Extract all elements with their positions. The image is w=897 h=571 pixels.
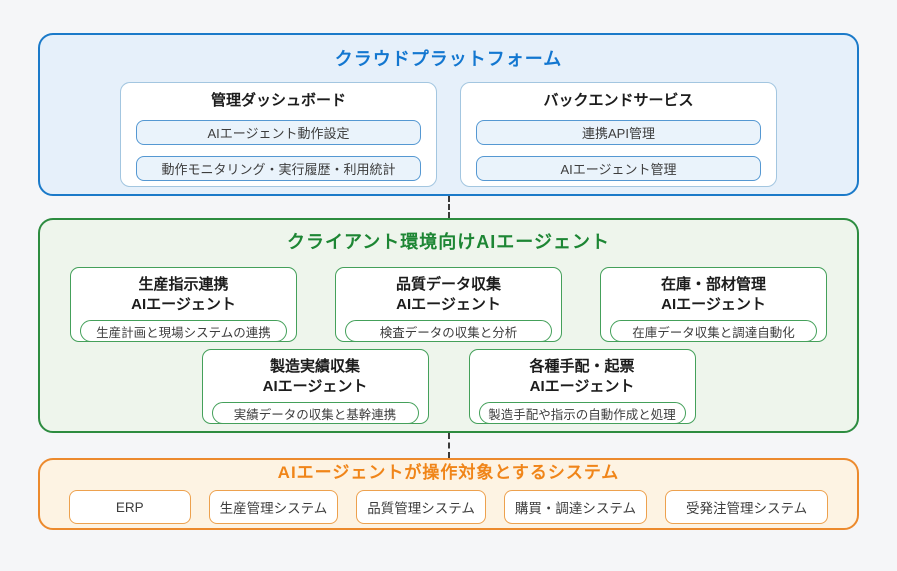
agent-name-line2: AIエージェント [131, 296, 236, 313]
client-ai-agents-title: クライアント環境向けAIエージェント [287, 232, 610, 252]
agent-card-arrangement-ticketing: 各種手配・起票 AIエージェント 製造手配や指示の自動作成と処理 [468, 349, 696, 424]
backend-services-panel: バックエンドサービス 連携API管理 AIエージェント管理 [460, 82, 777, 187]
agent-description: 生産計画と現場システムの連携 [80, 320, 287, 342]
agent-name-line1: 製造実績収集 [269, 358, 360, 375]
system-row: ERP 生産管理システム 品質管理システム 購買・調達システム 受発注管理システ… [40, 490, 857, 524]
feature-chip-monitoring: 動作モニタリング・実行履歴・利用統計 [136, 156, 421, 181]
agent-card-production-instruction: 生産指示連携 AIエージェント 生産計画と現場システムの連携 [70, 267, 297, 342]
system-item-purchasing-procurement: 購買・調達システム [503, 490, 647, 524]
agent-card-quality-data: 品質データ収集 AIエージェント 検査データの収集と分析 [335, 267, 562, 342]
connector-dashed-bottom [447, 433, 450, 458]
target-systems-title: AIエージェントが操作対象とするシステム [277, 463, 620, 482]
management-dashboard-title: 管理ダッシュボード [210, 92, 346, 109]
agent-name-line1: 在庫・部材管理 [660, 276, 766, 293]
agent-row-1: 生産指示連携 AIエージェント 生産計画と現場システムの連携 品質データ収集 A… [40, 267, 857, 342]
agent-name-line1: 生産指示連携 [138, 276, 229, 293]
cloud-platform-title: クラウドプラットフォーム [334, 49, 563, 69]
agent-name-line1: 品質データ収集 [395, 276, 501, 293]
system-item-quality-management: 品質管理システム [356, 490, 486, 524]
agent-description: 製造手配や指示の自動作成と処理 [478, 402, 686, 424]
agent-description: 実績データの収集と基幹連携 [211, 402, 419, 424]
connector-dashed-top [447, 196, 450, 218]
system-item-production-management: 生産管理システム [208, 490, 339, 524]
cloud-platform-section: クラウドプラットフォーム 管理ダッシュボード AIエージェント動作設定 動作モニ… [38, 33, 859, 196]
cloud-panel-row: 管理ダッシュボード AIエージェント動作設定 動作モニタリング・実行履歴・利用統… [40, 82, 857, 187]
agent-name-line2: AIエージェント [262, 378, 368, 395]
system-item-erp: ERP [68, 490, 191, 524]
agent-row-2: 製造実績収集 AIエージェント 実績データの収集と基幹連携 各種手配・起票 AI… [40, 349, 857, 424]
feature-chip-agent-settings: AIエージェント動作設定 [136, 120, 421, 145]
agent-description: 在庫データ収集と調達自動化 [610, 320, 817, 342]
feature-chip-api-management: 連携API管理 [476, 120, 761, 145]
agent-description: 検査データの収集と分析 [345, 320, 552, 342]
agent-name-line2: AIエージェント [396, 296, 501, 313]
target-systems-section: AIエージェントが操作対象とするシステム ERP 生産管理システム 品質管理シス… [38, 458, 859, 530]
agent-card-manufacturing-results: 製造実績収集 AIエージェント 実績データの収集と基幹連携 [201, 349, 429, 424]
agent-name-line2: AIエージェント [661, 296, 766, 313]
feature-chip-agent-management: AIエージェント管理 [476, 156, 761, 181]
agent-name-line1: 各種手配・起票 [529, 358, 635, 375]
system-item-order-management: 受発注管理システム [664, 490, 829, 524]
client-ai-agents-section: クライアント環境向けAIエージェント 生産指示連携 AIエージェント 生産計画と… [38, 218, 859, 433]
agent-name-line2: AIエージェント [529, 378, 635, 395]
backend-services-title: バックエンドサービス [543, 92, 694, 109]
management-dashboard-panel: 管理ダッシュボード AIエージェント動作設定 動作モニタリング・実行履歴・利用統… [120, 82, 437, 187]
agent-card-inventory-parts: 在庫・部材管理 AIエージェント 在庫データ収集と調達自動化 [600, 267, 827, 342]
